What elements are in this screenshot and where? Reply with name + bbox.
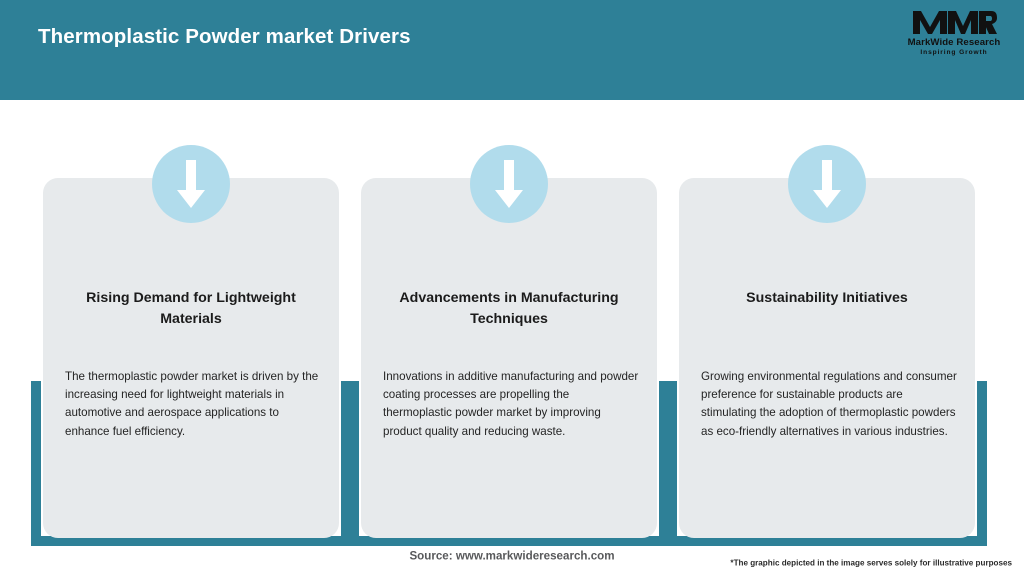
bracket-bottom-bar [349, 536, 669, 546]
card-panel: Sustainability Initiatives Growing envir… [679, 178, 975, 538]
bracket-left-bar [667, 381, 677, 546]
card-heading: Advancements in Manufacturing Techniques [399, 290, 619, 327]
bracket-bottom-bar [667, 536, 987, 546]
logo-company-name: MarkWide Research [907, 37, 1001, 48]
brand-logo: MarkWide Research Inspiring Growth [902, 8, 1006, 64]
driver-card-1: Rising Demand for Lightweight Materials … [31, 140, 351, 550]
driver-card-3: Sustainability Initiatives Growing envir… [667, 140, 987, 550]
page-title: Thermoplastic Powder market Drivers [38, 25, 411, 48]
arrow-down-glyph [495, 160, 523, 208]
card-panel: Advancements in Manufacturing Techniques… [361, 178, 657, 538]
arrow-down-icon [788, 145, 866, 223]
illustrative-disclaimer: *The graphic depicted in the image serve… [730, 558, 1012, 568]
arrow-down-glyph [177, 160, 205, 208]
card-body-text: Growing environmental regulations and co… [701, 370, 957, 438]
bracket-left-bar [349, 381, 359, 546]
header-band: Thermoplastic Powder market Drivers Mark… [0, 0, 1024, 100]
card-body-text: The thermoplastic powder market is drive… [65, 370, 319, 438]
card-panel: Rising Demand for Lightweight Materials … [43, 178, 339, 538]
card-bracket-1 [31, 381, 351, 546]
card-heading: Rising Demand for Lightweight Materials [86, 290, 296, 327]
arrow-down-icon [152, 145, 230, 223]
driver-card-2: Advancements in Manufacturing Techniques… [349, 140, 669, 550]
source-attribution: Source: www.markwideresearch.com [409, 549, 615, 563]
card-heading: Sustainability Initiatives [746, 290, 908, 306]
card-bracket-2 [349, 381, 669, 546]
logo-tagline: Inspiring Growth [920, 49, 988, 56]
card-body-text: Innovations in additive manufacturing an… [383, 370, 639, 438]
mwr-monogram-icon [913, 11, 997, 34]
arrow-down-glyph [813, 160, 841, 208]
bracket-right-bar [341, 381, 351, 546]
bracket-left-bar [31, 381, 41, 546]
arrow-down-icon [470, 145, 548, 223]
bracket-bottom-bar [31, 536, 351, 546]
bracket-right-bar [977, 381, 987, 546]
card-bracket-3 [667, 381, 987, 546]
bracket-right-bar [659, 381, 669, 546]
